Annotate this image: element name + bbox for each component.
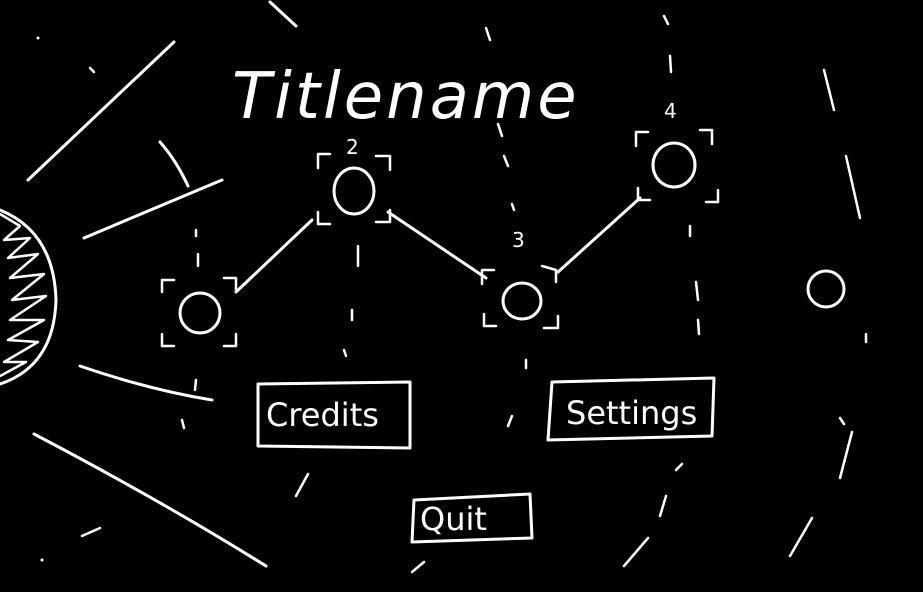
level-circle xyxy=(806,269,846,309)
star-dot xyxy=(36,36,40,40)
dash xyxy=(668,54,673,74)
dash xyxy=(180,418,186,430)
dash xyxy=(662,14,670,26)
dash xyxy=(193,378,198,392)
level-circle xyxy=(501,281,543,321)
selection-corners xyxy=(480,264,560,330)
dash xyxy=(484,26,492,42)
quit-button[interactable]: Quit xyxy=(410,492,534,544)
quit-label: Quit xyxy=(420,500,487,538)
dash xyxy=(502,154,510,168)
star-dot xyxy=(40,558,44,562)
settings-label: Settings xyxy=(566,394,697,432)
level-circle xyxy=(332,166,376,216)
level-circle xyxy=(651,141,697,189)
dash xyxy=(696,318,701,336)
planet xyxy=(0,208,58,386)
dash xyxy=(844,154,862,220)
level-node-2[interactable]: 2 xyxy=(316,135,392,226)
level-number: 3 xyxy=(512,228,525,252)
speed-line xyxy=(158,140,190,188)
dash xyxy=(694,280,700,302)
selection-corners xyxy=(160,276,238,348)
level-path xyxy=(234,196,642,294)
level-node-3[interactable]: 3 xyxy=(480,228,560,330)
level-node-5[interactable] xyxy=(806,269,846,309)
dash xyxy=(658,494,668,518)
level-node-4[interactable]: 4 xyxy=(634,99,720,204)
level-number: 4 xyxy=(664,99,677,123)
dash xyxy=(622,536,650,568)
dash xyxy=(838,416,846,426)
game-title: Titlename xyxy=(232,60,580,134)
dash xyxy=(510,202,516,212)
speed-line xyxy=(78,364,214,402)
dash xyxy=(410,560,426,574)
selection-corners xyxy=(316,152,392,226)
selection-corners xyxy=(634,128,720,204)
dash xyxy=(506,414,514,428)
dash xyxy=(80,526,102,538)
dash xyxy=(294,472,310,498)
speed-line xyxy=(82,178,224,240)
speed-line xyxy=(26,40,176,182)
dash xyxy=(496,122,504,138)
background-sketch xyxy=(26,0,868,574)
level-circle xyxy=(178,291,222,335)
speed-line xyxy=(268,0,298,28)
settings-button[interactable]: Settings xyxy=(546,376,716,442)
dash xyxy=(342,348,348,358)
dash xyxy=(788,516,814,558)
credits-button[interactable]: Credits xyxy=(256,380,412,450)
dash xyxy=(88,66,96,74)
dash xyxy=(838,430,854,480)
level-node-1[interactable] xyxy=(160,276,238,348)
level-number: 2 xyxy=(346,135,359,159)
dash xyxy=(674,462,684,472)
dash xyxy=(822,68,836,112)
speed-line xyxy=(32,432,268,568)
credits-label: Credits xyxy=(266,396,379,434)
